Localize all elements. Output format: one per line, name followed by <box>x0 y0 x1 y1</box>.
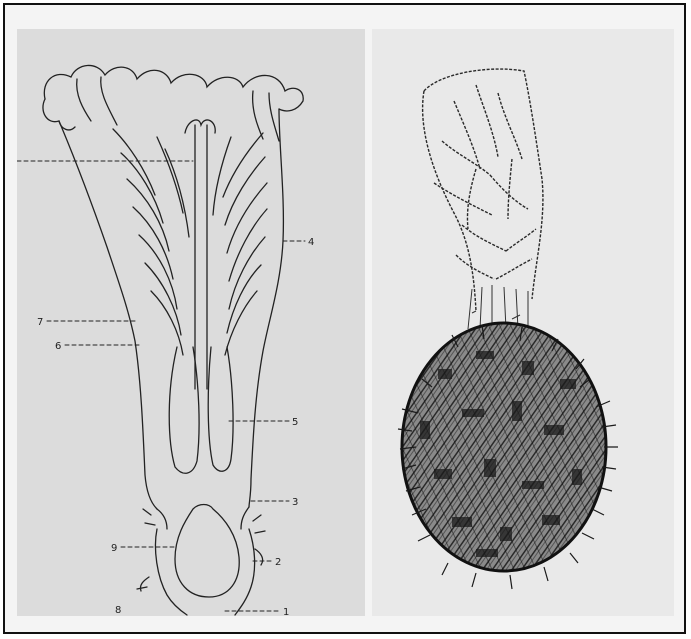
callout-3: 3 <box>292 497 298 508</box>
callout-7: 7 <box>37 317 43 328</box>
callout-2: 2 <box>275 557 281 568</box>
left-gill-2 <box>121 153 163 223</box>
central-top <box>185 120 215 133</box>
lower-right-loop <box>208 347 233 471</box>
figure-frame: 4 7 6 5 3 9 2 8 1 <box>3 3 686 634</box>
bulb-left-rim <box>155 529 187 615</box>
right-panel-specimen-sketch <box>372 29 674 616</box>
callout-9: 9 <box>111 543 117 554</box>
right-gill-inner <box>213 137 231 215</box>
body-right-outline <box>249 109 283 507</box>
crown-left-petal <box>43 99 75 130</box>
crown-net <box>423 69 543 311</box>
right-gill-5 <box>229 237 265 309</box>
specimen-body <box>402 323 606 571</box>
left-diagram: 4 7 6 5 3 9 2 8 1 <box>17 29 365 616</box>
left-gill-3 <box>127 179 169 251</box>
callout-4: 4 <box>308 237 314 248</box>
right-gill-2 <box>225 157 265 225</box>
basal-bulb <box>175 505 239 598</box>
right-gill-4 <box>229 209 267 281</box>
central-trunk <box>195 125 207 389</box>
right-diagram <box>372 29 674 616</box>
crown-inner-right <box>253 91 279 141</box>
callout-8: 8 <box>115 605 121 616</box>
crown-inner-left <box>77 77 117 125</box>
left-gill-inner <box>157 137 189 237</box>
callout-5: 5 <box>292 417 298 428</box>
crown-top-outline <box>44 65 303 110</box>
callout-1: 1 <box>283 607 289 616</box>
stalk-neck <box>157 507 249 529</box>
base-protrusion-left <box>137 509 155 591</box>
callout-6: 6 <box>55 341 61 352</box>
left-panel-line-drawing: 4 7 6 5 3 9 2 8 1 <box>17 29 365 616</box>
